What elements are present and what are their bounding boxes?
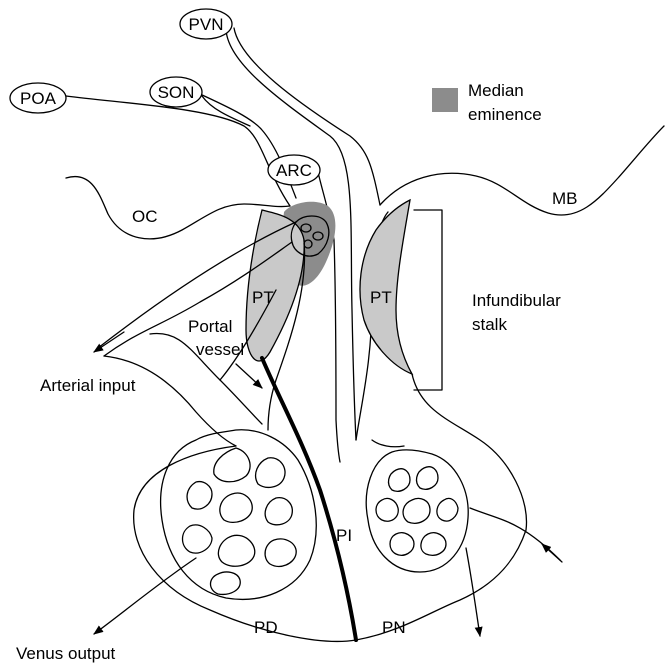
label-pt-right: PT: [370, 288, 392, 307]
nucleus-pvn: PVN: [180, 9, 232, 39]
mammillary-body-contour: [380, 126, 664, 215]
pars-nervosa-plexus: [366, 450, 468, 572]
portal-vessel: [262, 358, 356, 640]
pn-input-arrowhead: [542, 544, 562, 562]
poa-label: POA: [20, 89, 57, 108]
arc-label: ARC: [276, 161, 312, 180]
label-portal-line1: Portal: [188, 317, 232, 336]
infundibular-bracket: [414, 210, 442, 390]
label-oc: OC: [132, 207, 158, 226]
nucleus-son: SON: [150, 77, 202, 107]
venus-output-arrow: [94, 558, 196, 634]
pars-tuberalis-right: [360, 200, 412, 374]
optic-chiasm-contour: [66, 177, 290, 239]
axon-tracts: [66, 28, 388, 462]
legend-label-median: Median: [468, 81, 524, 100]
label-portal-line2: vessel: [196, 340, 244, 359]
portal-vessel-arrow: [236, 364, 262, 388]
label-pt-left: PT: [252, 288, 274, 307]
label-pn: PN: [382, 618, 406, 637]
nucleus-arc: ARC: [268, 155, 320, 185]
label-pd: PD: [254, 618, 278, 637]
label-venus-output: Venus output: [16, 644, 116, 663]
legend-label-eminence: eminence: [468, 105, 542, 124]
neural-stalk: [372, 440, 404, 447]
legend-swatch: [432, 88, 458, 112]
arterial-input-arrow: [94, 332, 124, 352]
label-arterial-input: Arterial input: [40, 376, 136, 395]
pn-output-arrow: [466, 548, 480, 636]
label-pi: PI: [336, 526, 352, 545]
pvn-label: PVN: [189, 15, 224, 34]
nucleus-poa: POA: [10, 83, 66, 113]
legend: Median eminence: [432, 81, 542, 124]
label-infundibular-line1: Infundibular: [472, 291, 561, 310]
label-mb: MB: [552, 189, 578, 208]
label-infundibular-line2: stalk: [472, 315, 507, 334]
son-label: SON: [158, 83, 195, 102]
pars-distalis-plexus: [161, 430, 317, 600]
pn-input-arrow: [470, 508, 560, 560]
